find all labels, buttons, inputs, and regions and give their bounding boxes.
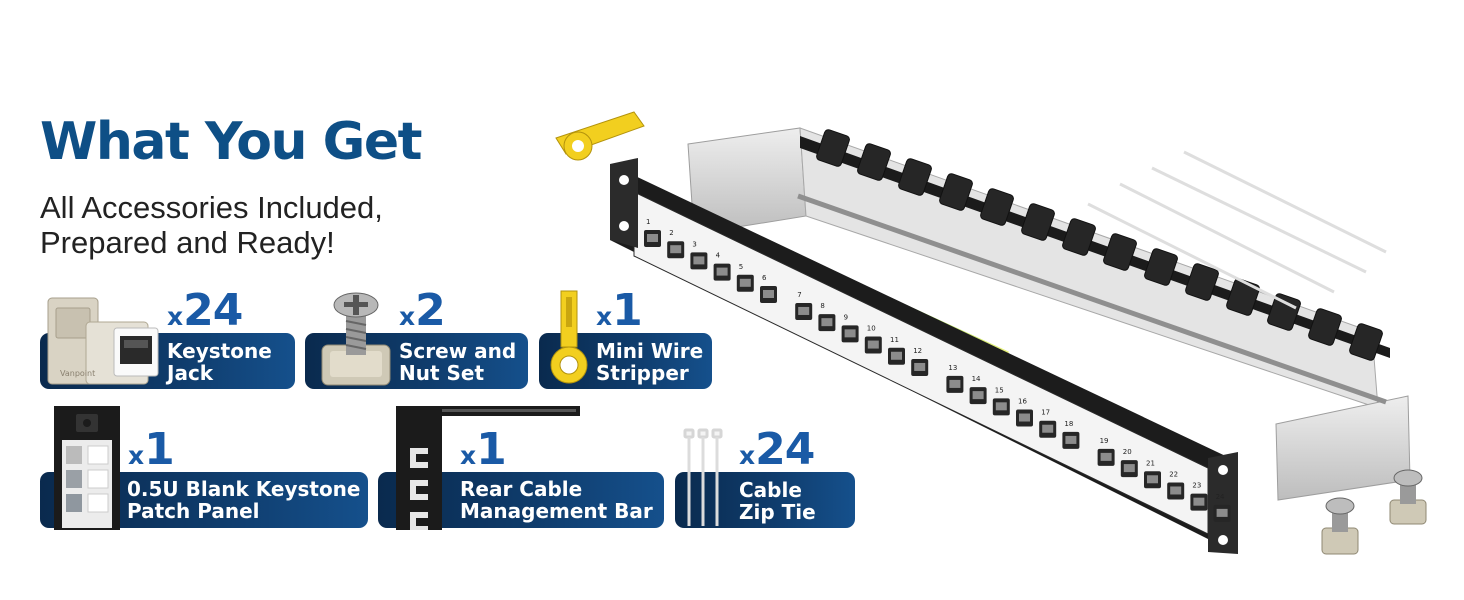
port-number: 18	[1064, 420, 1073, 428]
keystone-port-socket	[798, 306, 810, 315]
keystone-port-socket	[670, 245, 682, 254]
keystone-port-socket	[1065, 435, 1077, 444]
port-number: 8	[820, 302, 824, 310]
port-number: 3	[692, 240, 696, 248]
item-quantity: x24	[167, 285, 243, 336]
svg-text:Vanpoint: Vanpoint	[60, 369, 95, 378]
keystone-port-socket	[821, 318, 833, 327]
keystone-port-socket	[867, 340, 879, 349]
port-number: 24	[1216, 493, 1225, 501]
keystone-port-socket	[914, 362, 926, 371]
keystone-port-socket	[1193, 497, 1205, 506]
keystone-port-socket	[739, 278, 751, 287]
item-label: Rear Cable Management Bar	[460, 477, 653, 523]
keystone-port-socket	[1019, 413, 1030, 422]
keystone-port-socket	[1147, 475, 1158, 484]
keystone-port-socket	[891, 351, 902, 360]
port-number: 6	[762, 274, 767, 282]
port-number: 10	[867, 325, 876, 333]
page-subtitle: All Accessories Included, Prepared and R…	[40, 190, 383, 260]
cable-bar-icon	[396, 406, 580, 530]
port-number: 1	[646, 218, 650, 226]
keystone-port-socket	[647, 234, 658, 242]
item-quantity: x1	[596, 285, 643, 336]
screw-nut-icon	[321, 292, 391, 386]
port-number: 11	[890, 336, 899, 344]
keystone-port-socket	[844, 329, 856, 338]
item-label: 0.5U Blank Keystone Patch Panel	[127, 477, 361, 523]
item-label: Keystone Jack	[167, 339, 272, 385]
item-label: Mini Wire Stripper	[596, 339, 704, 385]
keystone-port-socket	[995, 402, 1007, 411]
zip-tie-icon	[1087, 150, 1387, 310]
port-number: 22	[1169, 470, 1178, 478]
subtitle-line-2: Prepared and Ready!	[40, 225, 335, 260]
blank-panel-icon	[54, 406, 120, 530]
keystone-port-socket	[949, 379, 961, 388]
item-label: Cable Zip Tie	[739, 478, 816, 524]
page-title: What You Get	[40, 112, 422, 172]
port-number: 17	[1041, 409, 1050, 417]
port-number: 2	[669, 229, 673, 237]
keystone-port-socket	[1042, 424, 1054, 433]
item-quantity: x24	[739, 424, 815, 475]
zip-tie-icon	[683, 428, 723, 526]
port-number: 12	[913, 347, 922, 355]
keystone-port-socket	[1170, 486, 1182, 495]
port-number: 23	[1192, 482, 1201, 490]
keystone-port-socket	[1100, 452, 1112, 461]
keystone-port-socket	[1216, 508, 1228, 517]
port-number: 13	[948, 364, 957, 372]
port-number: 4	[716, 252, 721, 260]
keystone-port-socket	[972, 391, 984, 400]
port-number: 7	[797, 291, 801, 299]
subtitle-line-1: All Accessories Included,	[40, 190, 383, 225]
item-card-cable-zip-tie: Cable Zip Tie	[675, 472, 855, 528]
cable-bar-icon	[800, 129, 1390, 361]
port-number: 16	[1018, 398, 1027, 406]
port-number: 9	[844, 313, 848, 321]
screw-nut-icon	[1321, 469, 1427, 555]
port-number: 21	[1146, 459, 1155, 467]
port-number: 20	[1123, 448, 1132, 456]
port-number: 14	[972, 375, 981, 383]
port-number: 5	[739, 263, 743, 271]
item-quantity: x1	[460, 424, 507, 475]
keystone-port-socket	[763, 290, 774, 298]
keystone-port-socket	[716, 267, 728, 276]
item-quantity: x1	[128, 424, 175, 475]
port-number: 15	[995, 386, 1004, 394]
item-label: Screw and Nut Set	[399, 339, 517, 385]
wire-stripper-icon	[550, 290, 588, 384]
keystone-port-socket	[1123, 464, 1135, 473]
keystone-port-socket	[693, 256, 705, 265]
item-quantity: x2	[399, 285, 446, 336]
keystone-jack-icon: Vanpoint	[47, 297, 159, 385]
port-number: 19	[1100, 437, 1109, 445]
wire-stripper-icon	[555, 111, 645, 161]
